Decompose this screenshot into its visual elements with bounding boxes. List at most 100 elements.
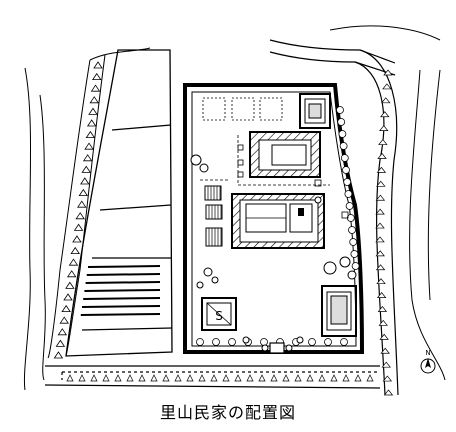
hedge-tree: [348, 226, 356, 234]
hedge-tree: [350, 250, 359, 258]
hedge-tree: [260, 338, 268, 346]
shrub: [190, 154, 202, 166]
embankment-triangle: [53, 351, 64, 359]
vegetable-rows: [80, 265, 161, 316]
gate: [261, 342, 293, 354]
embankment-triangle: [82, 154, 93, 162]
shrub: [323, 261, 337, 275]
embankment-triangle: [92, 72, 102, 80]
hedge-tree: [338, 130, 347, 138]
embankment-triangle: [68, 258, 79, 266]
garage-mark: S: [215, 309, 223, 323]
hedge-tree: [339, 142, 348, 150]
annex-building: [249, 131, 321, 178]
road-triangle: [90, 374, 98, 382]
east-triangle: [378, 139, 388, 145]
embankment-triangle: [72, 235, 82, 243]
north-arrow: [420, 358, 436, 374]
east-triangle: [375, 236, 385, 243]
hedge-tree: [345, 202, 354, 210]
road-triangle: [282, 374, 290, 382]
east-triangle: [375, 250, 385, 257]
garden-shrubs: [190, 154, 357, 344]
vegetable-row: [85, 281, 161, 284]
main-house: [231, 193, 325, 249]
east-triangle: [377, 152, 387, 159]
east-triangle: [380, 111, 390, 118]
road-triangle: [102, 374, 110, 382]
road-triangle: [318, 374, 326, 382]
shrub: [211, 276, 219, 284]
shrub: [347, 270, 357, 280]
north-garden-plots: [202, 97, 283, 121]
shrub: [339, 256, 351, 268]
road-triangle: [330, 374, 338, 382]
east-triangle: [376, 180, 386, 187]
hedge-tree: [336, 106, 344, 114]
east-embankment-symbols: [375, 69, 394, 396]
east-triangle: [376, 166, 387, 173]
stepping-stones: [237, 144, 349, 219]
hedge-tree: [342, 166, 350, 174]
caption: 里山民家の配置図: [159, 403, 296, 422]
road-triangle: [354, 374, 362, 382]
east-triangle: [376, 278, 386, 285]
east-triangle: [380, 347, 390, 354]
vegetable-row: [84, 289, 161, 292]
road-triangle: [150, 374, 158, 382]
embankment-triangle: [73, 223, 84, 231]
east-triangle: [375, 222, 385, 229]
embankment-triangle: [88, 107, 98, 115]
road-triangle: [222, 374, 230, 382]
vegetable-row: [86, 273, 161, 276]
shrub: [199, 163, 209, 173]
road-triangle: [186, 374, 194, 382]
hedge-tree: [340, 338, 348, 346]
west-sheds: [204, 185, 223, 247]
shrub: [203, 267, 213, 277]
east-triangle: [375, 264, 386, 271]
hedge-tree: [343, 178, 352, 186]
road-triangle: [246, 374, 254, 382]
east-triangle: [375, 208, 385, 215]
road-triangle: [258, 374, 266, 382]
east-triangle: [378, 319, 388, 326]
road-triangle: [234, 374, 242, 382]
road-triangle: [138, 374, 146, 382]
east-triangle: [382, 83, 392, 90]
east-triangle: [375, 194, 386, 201]
road-triangle: [366, 374, 374, 382]
garage-southwest: [201, 297, 237, 331]
east-triangle: [381, 361, 391, 368]
vegetable-row: [87, 265, 161, 268]
east-triangle: [376, 292, 387, 298]
embankment-triangle: [89, 96, 100, 104]
road-triangle: [342, 374, 350, 382]
shrub: [242, 336, 250, 344]
vegetable-row: [80, 313, 161, 316]
road-triangle: [114, 374, 122, 382]
east-triangle: [377, 305, 388, 312]
shed-stripe-lines: [207, 186, 222, 246]
road-embankment-symbols: [66, 374, 374, 382]
hedge-tree: [337, 118, 346, 126]
road-triangle: [162, 374, 170, 382]
embankment-triangle: [61, 304, 71, 312]
east-triangle: [379, 333, 389, 340]
hedge-tree: [228, 338, 236, 346]
embankment-triangle: [63, 293, 73, 301]
shrub: [196, 281, 204, 289]
west-embankment-symbols: [53, 61, 103, 359]
hedge-tree: [344, 190, 353, 198]
embankment-triangle: [84, 142, 94, 150]
road-triangle: [78, 374, 86, 382]
embankment-triangle: [90, 84, 101, 92]
hedge-tree: [308, 338, 316, 346]
east-triangle: [381, 97, 391, 104]
embankment-triangle: [55, 339, 66, 347]
shrub: [296, 336, 304, 344]
hedge-tree: [340, 154, 349, 162]
terraced-fields: [65, 49, 173, 357]
road-triangle: [294, 374, 302, 382]
